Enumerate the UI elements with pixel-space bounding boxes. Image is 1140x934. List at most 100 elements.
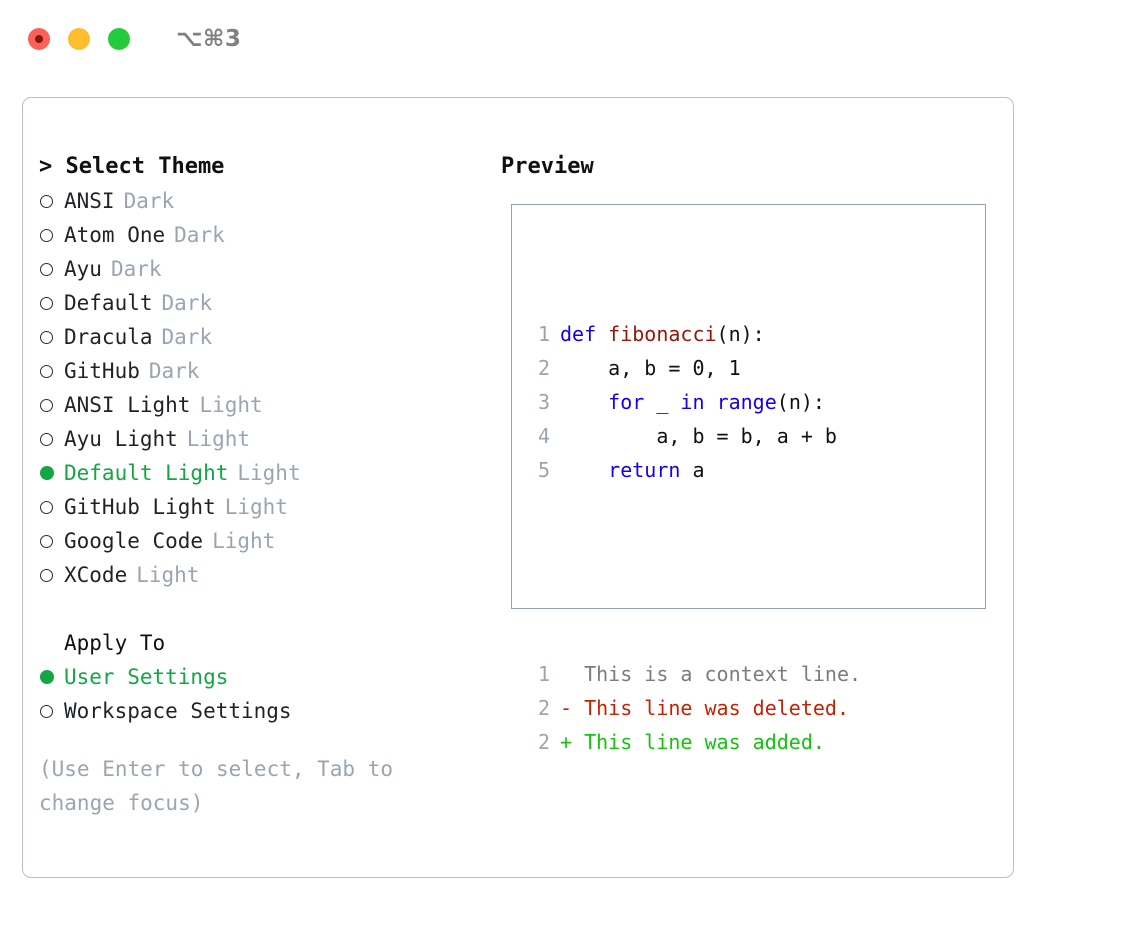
radio-unselected-icon[interactable] <box>40 228 64 242</box>
line-number: 3 <box>537 390 550 414</box>
code-token: def <box>560 322 609 346</box>
line-number: 2 <box>537 730 550 754</box>
theme-option-category: Light <box>186 427 251 451</box>
code-token: fibonacci <box>608 322 717 346</box>
radio-ring <box>40 398 53 412</box>
radio-ring <box>40 432 53 446</box>
radio-ring <box>40 228 53 242</box>
theme-option-label: Atom One <box>64 223 166 247</box>
window-controls <box>28 28 130 50</box>
keyboard-hint-text: (Use Enter to select, Tab to change focu… <box>39 757 406 815</box>
code-blank-line <box>528 555 861 589</box>
theme-option-label: Dracula <box>64 325 153 349</box>
radio-ring <box>40 296 53 310</box>
theme-option-label: Default <box>64 291 153 315</box>
theme-option-category: Light <box>199 393 263 417</box>
radio-ring <box>40 262 53 276</box>
theme-option-label: ANSI Light <box>64 393 191 417</box>
radio-unselected-icon[interactable] <box>40 500 64 514</box>
theme-option-dracula[interactable]: Dracula Dark <box>39 320 499 354</box>
theme-option-category: Light <box>237 461 301 485</box>
theme-option-label: Default Light <box>64 461 229 485</box>
radio-unselected-icon[interactable] <box>40 398 64 412</box>
code-token: a <box>680 458 705 482</box>
line-number: 1 <box>537 322 550 346</box>
diff-text: This line was added. <box>572 730 825 754</box>
theme-option-label: XCode <box>64 563 128 587</box>
radio-ring <box>40 704 53 718</box>
theme-option-category: Dark <box>174 223 225 247</box>
apply-to-heading: Apply To <box>39 626 499 660</box>
code-token: range <box>716 390 777 414</box>
maximize-button[interactable] <box>108 28 130 50</box>
diff-line: 2- This line was deleted. <box>528 691 861 725</box>
diff-line: 2 + This line was added. <box>528 725 861 759</box>
radio-dot <box>40 466 54 480</box>
radio-unselected-icon[interactable] <box>40 568 64 582</box>
theme-option-ansi-light[interactable]: ANSI Light Light <box>39 388 499 422</box>
radio-selected-icon[interactable] <box>40 466 64 480</box>
diff-marker <box>560 662 572 686</box>
preview-column: Preview <box>501 150 1001 184</box>
radio-ring <box>40 330 53 344</box>
line-number: 4 <box>537 424 550 448</box>
code-line: 2 a, b = 0, 1 <box>528 351 861 385</box>
radio-unselected-icon[interactable] <box>40 262 64 276</box>
code-token: _ <box>644 390 681 414</box>
code-token: a, b = 0, 1 <box>560 356 741 380</box>
minimize-button[interactable] <box>68 28 90 50</box>
radio-unselected-icon[interactable] <box>40 330 64 344</box>
theme-option-category: Dark <box>148 359 200 383</box>
apply-to-option-user-settings[interactable]: User Settings <box>39 660 499 694</box>
theme-option-default-light[interactable]: Default Light Light <box>39 456 499 490</box>
diff-text: This line was deleted. <box>572 696 849 720</box>
code-token: (n): <box>716 322 765 346</box>
theme-option-label: GitHub <box>64 359 140 383</box>
line-number: 5 <box>537 458 550 482</box>
radio-unselected-icon[interactable] <box>40 432 64 446</box>
theme-option-category: Light <box>212 529 276 553</box>
theme-option-label: GitHub Light <box>64 495 216 519</box>
select-theme-heading: > Select Theme <box>39 154 225 179</box>
theme-option-category: Dark <box>161 325 213 349</box>
radio-unselected-icon[interactable] <box>40 364 64 378</box>
radio-unselected-icon[interactable] <box>40 194 64 208</box>
line-number: 2 <box>537 696 550 720</box>
radio-ring <box>40 194 53 208</box>
diff-marker: + <box>560 730 573 754</box>
code-line: 3 for _ in range(n): <box>528 385 861 419</box>
radio-dot <box>40 670 54 684</box>
theme-option-category: Dark <box>110 257 162 281</box>
radio-unselected-icon[interactable] <box>40 704 64 718</box>
theme-option-category: Light <box>224 495 288 519</box>
theme-option-github-light[interactable]: GitHub Light Light <box>39 490 499 524</box>
code-token: a, b = b, a + b <box>560 424 837 448</box>
theme-option-github[interactable]: GitHub Dark <box>39 354 499 388</box>
radio-selected-icon[interactable] <box>40 670 64 684</box>
radio-unselected-icon[interactable] <box>40 296 64 310</box>
theme-option-atom-one[interactable]: Atom One Dark <box>39 218 499 252</box>
code-token <box>560 458 608 482</box>
keyboard-shortcut-label: ⌥⌘3 <box>176 26 242 52</box>
list-spacer <box>39 592 499 626</box>
radio-unselected-icon[interactable] <box>40 534 64 548</box>
apply-to-option-workspace-settings[interactable]: Workspace Settings <box>39 694 499 728</box>
radio-ring <box>40 534 53 548</box>
theme-option-category: Dark <box>123 189 175 213</box>
close-button[interactable] <box>28 28 50 50</box>
diff-text: This is a context line. <box>572 662 862 686</box>
code-token: return <box>608 458 681 482</box>
